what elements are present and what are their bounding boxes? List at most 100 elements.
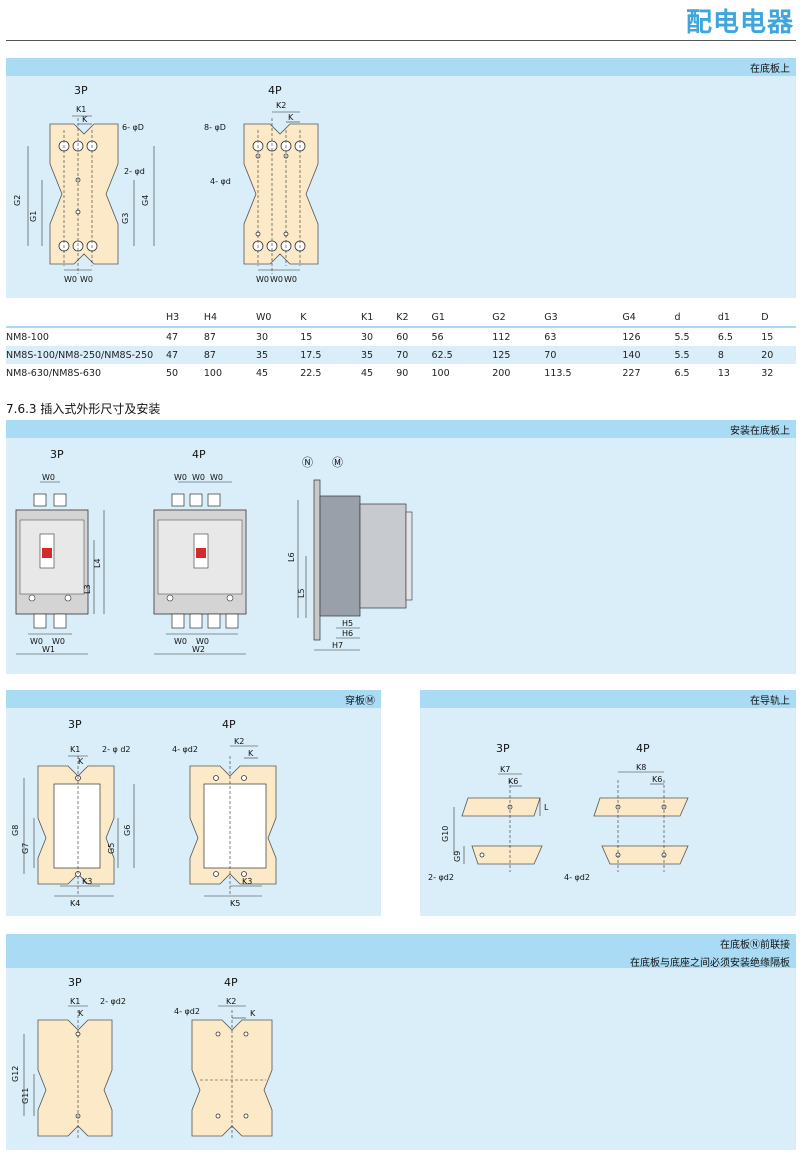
table-cell: 126	[622, 327, 675, 346]
label-k: K	[78, 1009, 84, 1018]
label-k: K	[250, 1009, 256, 1018]
label-g8: G8	[11, 825, 20, 836]
label-w0: W0	[270, 275, 283, 284]
label-l4: L4	[93, 558, 102, 568]
table-cell: 13	[717, 364, 762, 382]
rail-plate-lower	[601, 845, 689, 865]
label-g5: G5	[107, 843, 116, 854]
table-cell: 15	[300, 327, 361, 346]
drawing-3p-front-connect: K1 K 2- φd2 G12 G11	[11, 997, 126, 1140]
label-holes: 4- φd2	[172, 745, 198, 754]
section-title: 7.6.3 插入式外形尺寸及安装	[6, 402, 161, 416]
drawing-4p-base: K2 K 8- φD 4- φd W0 W0 W0	[204, 101, 319, 284]
table-cell: 30	[361, 327, 397, 346]
drawing-3p-base: K1 K 6- φD 2- φd G2 G1 G3 G4 W0 W0	[13, 105, 155, 284]
drawing-3p-through: K1 K 2- φ d2 G8 G7 G6 G5 K3 K4	[11, 745, 135, 908]
table-header-cell: G1	[431, 311, 445, 323]
table-cell: 87	[203, 327, 256, 346]
panel-through-panel: 穿板Ⓜ 3P 4P K1 K 2- φ d2 G8 G7 G6 G5 K3 K4	[6, 690, 381, 916]
label-holes-D: 8- φD	[204, 123, 226, 132]
table-cell: 70	[396, 346, 432, 364]
dimension-table: H3 H4 W0 K K1 K2 G1 G2 G3 G4 d d1 D NM8-…	[6, 308, 796, 382]
table-header-cell: K1	[361, 311, 374, 323]
label-h7: H7	[332, 641, 343, 650]
rail-plate-lower	[471, 845, 543, 865]
table-header-cell: d	[674, 311, 681, 323]
panel-bar-label: 在导轨上	[750, 696, 790, 707]
table-cell: 100	[203, 364, 256, 382]
label-k6: K6	[508, 777, 518, 786]
label-k: K	[82, 115, 88, 124]
label-w0: W0	[174, 473, 187, 482]
table-cell: 15	[761, 327, 796, 346]
table-header-cell: G3	[544, 311, 558, 323]
label-k4: K4	[70, 899, 80, 908]
table-cell: 45	[255, 364, 301, 382]
table-cell: 35	[255, 346, 301, 364]
table-cell: NM8S-100/NM8-250/NM8S-250	[6, 346, 166, 364]
label-w0: W0	[284, 275, 297, 284]
label-k1: K1	[76, 105, 86, 114]
panel-bar: 安装在底板上	[6, 420, 796, 438]
label-k5: K5	[230, 899, 240, 908]
label-k1: K1	[70, 997, 80, 1006]
drawing-3p-front: W0 W0 W0 W1 L3 L4	[15, 473, 105, 655]
panel-bar-label: 在底板Ⓝ前联接	[720, 940, 790, 951]
label-holes: 2- φ d2	[102, 745, 131, 754]
label-holes-d: 2- φd	[124, 167, 145, 176]
table-cell: 63	[544, 327, 623, 346]
table-cell: 125	[492, 346, 545, 364]
label-k: K	[78, 757, 84, 766]
mount-plate	[49, 123, 119, 265]
label-k3: K3	[82, 877, 92, 886]
table-header-cell: G4	[622, 311, 636, 323]
drawing-4p-rail: K8 K6 4- φd2	[564, 763, 689, 882]
label-w0: W0	[192, 473, 205, 482]
caption-n: Ⓝ	[302, 456, 313, 469]
hole	[213, 775, 219, 781]
mount-plate	[37, 1019, 113, 1137]
label-w0: W0	[80, 275, 93, 284]
label-holes-D: 6- φD	[122, 123, 144, 132]
drawing-4p-front-connect: 4- φd2 K2 K	[174, 997, 273, 1140]
table-cell: 35	[361, 346, 397, 364]
caption-4p: 4P	[222, 718, 236, 731]
caption-4p: 4P	[268, 84, 282, 97]
label-g4: G4	[141, 195, 150, 206]
table-header-row: H3 H4 W0 K K1 K2 G1 G2 G3 G4 d d1 D	[6, 308, 796, 327]
panel-din-rail: 在导轨上 3P 4P K7 K6 L G10 G9 2- φd2 K8 K6 4…	[420, 690, 796, 916]
label-k6: K6	[652, 775, 662, 784]
table-cell: 47	[166, 327, 204, 346]
panel-bar: 在底板Ⓝ前联接 在底板与底座之间必须安装绝缘隔板	[6, 934, 796, 969]
table-cell: 30	[255, 327, 301, 346]
table-cell: 8	[717, 346, 762, 364]
drawing-4p-front: W0 W0 W0 W0 W0 W2	[153, 473, 247, 655]
label-h6: H6	[342, 629, 353, 638]
label-k1: K1	[70, 745, 80, 754]
table-header-cell	[6, 308, 166, 327]
page-title: 配电电器	[685, 8, 794, 38]
panel-bar: 在导轨上	[420, 690, 796, 708]
table-cell: 45	[361, 364, 397, 382]
label-g3: G3	[121, 213, 130, 224]
table-cell: 50	[166, 364, 204, 382]
hole	[215, 1113, 221, 1119]
table-header-cell: D	[761, 311, 769, 323]
hole	[479, 852, 485, 858]
table-cell: 56	[431, 327, 493, 346]
label-l6: L6	[287, 552, 296, 562]
label-holes: 2- φd2	[100, 997, 126, 1006]
panel-front-connect: 在底板Ⓝ前联接 在底板与底座之间必须安装绝缘隔板 3P 4P K1 K 2- φ…	[6, 934, 796, 1150]
table-cell: 100	[431, 364, 493, 382]
label-k2: K2	[234, 737, 244, 746]
label-g6: G6	[123, 825, 132, 836]
rail-plate-upper	[461, 797, 541, 817]
label-g10: G10	[441, 826, 450, 842]
table-cell: 112	[492, 327, 545, 346]
table-cell: 6.5	[717, 327, 762, 346]
hole	[213, 871, 219, 877]
table-cell: NM8-100	[6, 327, 166, 346]
caption-3p: 3P	[68, 718, 82, 731]
